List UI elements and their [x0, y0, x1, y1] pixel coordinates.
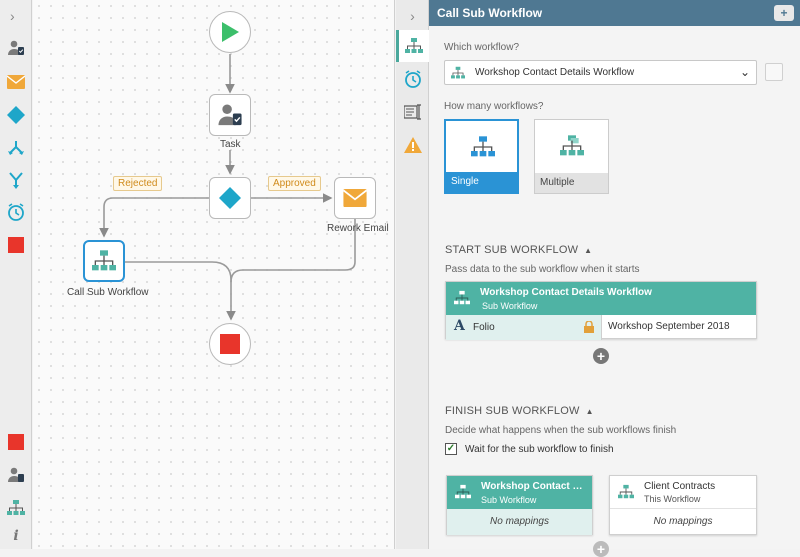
add-mapping-button[interactable]: + — [593, 348, 609, 364]
end-node[interactable] — [209, 323, 251, 365]
sub-workflow-icon[interactable] — [6, 498, 26, 518]
single-option[interactable]: Single — [444, 119, 519, 194]
add-mapping-button[interactable]: + — [593, 541, 609, 557]
folio-field-cell: A Folio — [446, 315, 602, 340]
lock-icon — [584, 321, 594, 333]
decision-icon[interactable] — [6, 105, 26, 125]
finish-title-text: FINISH SUB WORKFLOW — [445, 405, 580, 417]
right-card-title: Client Contracts — [644, 481, 716, 492]
finish-section-title[interactable]: FINISH SUB WORKFLOW ▲ — [445, 405, 594, 417]
start-section-title[interactable]: START SUB WORKFLOW ▲ — [445, 244, 592, 256]
multiple-option[interactable]: Multiple — [534, 119, 609, 194]
property-tabs: › — [396, 0, 429, 549]
workflow-canvas[interactable]: Task Rejected Approved Rework Email Call… — [33, 0, 395, 549]
start-card-header: Workshop Contact Details Workflow Sub Wo… — [446, 282, 756, 315]
single-workflow-icon — [471, 136, 495, 157]
tab-properties[interactable] — [396, 96, 429, 128]
rework-email-node[interactable] — [334, 177, 376, 219]
sub-workflow-icon — [92, 250, 116, 271]
sub-workflow-card-header: Workshop Contact Deta... Sub Workflow — [447, 476, 592, 509]
email-icon[interactable] — [6, 72, 26, 92]
sub-workflow-icon — [451, 66, 465, 78]
call-sub-workflow-node[interactable] — [83, 240, 125, 282]
connector-lines — [99, 54, 356, 321]
left-card-title: Workshop Contact Deta... — [481, 481, 589, 492]
folio-value: Workshop September 2018 — [608, 321, 730, 332]
add-icon[interactable]: + — [774, 5, 794, 21]
stop-icon[interactable] — [6, 432, 26, 452]
stop-icon — [220, 334, 240, 354]
split-icon[interactable] — [6, 138, 26, 158]
start-mapping-card: Workshop Contact Details Workflow Sub Wo… — [445, 281, 757, 340]
right-card-subtitle: This Workflow — [644, 494, 701, 504]
email-icon — [343, 189, 367, 207]
collapse-up-icon: ▲ — [585, 407, 594, 416]
collapse-up-icon: ▲ — [584, 246, 593, 255]
task-node-label: Task — [220, 139, 241, 150]
panel-title: Call Sub Workflow — [437, 6, 543, 20]
start-card-title: Workshop Contact Details Workflow — [480, 287, 652, 298]
sub-workflow-icon — [618, 484, 634, 499]
sub-workflow-card: Workshop Contact Deta... Sub Workflow No… — [446, 475, 593, 535]
edit-workflow-button[interactable] — [765, 63, 783, 81]
chevron-down-icon: ⌄ — [739, 65, 750, 79]
timer-icon — [404, 70, 421, 88]
properties-icon — [403, 104, 421, 120]
sub-workflow-icon — [454, 290, 470, 305]
wait-checkbox[interactable]: ✓ — [445, 443, 457, 455]
call-sub-workflow-label: Call Sub Workflow — [67, 287, 149, 298]
which-workflow-label: Which workflow? — [444, 42, 520, 53]
chevron-right-icon[interactable]: › — [10, 8, 15, 24]
toolbox: › i — [0, 0, 32, 549]
task-icon[interactable] — [6, 465, 26, 485]
decision-icon — [219, 187, 241, 209]
text-field-icon: A — [454, 318, 465, 334]
merge-icon[interactable] — [6, 170, 26, 190]
selected-workflow: Workshop Contact Details Workflow — [475, 67, 635, 78]
tab-timer[interactable] — [396, 63, 429, 95]
approved-tag[interactable]: Approved — [268, 176, 321, 191]
multiple-label: Multiple — [535, 173, 608, 193]
wait-label: Wait for the sub workflow to finish — [465, 444, 614, 455]
right-no-mappings: No mappings — [653, 516, 713, 527]
left-no-mappings: No mappings — [447, 509, 592, 535]
multiple-workflow-icon — [560, 135, 584, 156]
start-node[interactable] — [209, 11, 251, 53]
workflow-select[interactable]: Workshop Contact Details Workflow ⌄ — [444, 60, 757, 85]
this-workflow-card-header: Client Contracts This Workflow — [610, 476, 756, 509]
task-icon[interactable] — [6, 38, 26, 58]
rework-email-label: Rework Email — [327, 223, 389, 234]
folio-mapping-row[interactable]: A Folio Workshop September 2018 — [446, 315, 756, 340]
single-label: Single — [446, 172, 517, 192]
finish-subtitle: Decide what happens when the sub workflo… — [445, 425, 677, 436]
sub-workflow-icon — [405, 38, 423, 53]
this-workflow-card: Client Contracts This Workflow No mappin… — [609, 475, 757, 535]
info-icon[interactable]: i — [13, 528, 19, 544]
folio-field-name: Folio — [473, 322, 495, 333]
rejected-tag[interactable]: Rejected — [113, 176, 163, 191]
folio-value-cell[interactable]: Workshop September 2018 — [602, 315, 756, 340]
stop-icon[interactable] — [6, 235, 26, 255]
task-icon — [218, 104, 242, 126]
task-node[interactable] — [209, 94, 251, 136]
start-card-subtitle: Sub Workflow — [482, 301, 538, 311]
sub-workflow-icon — [455, 484, 471, 499]
warning-icon — [403, 137, 422, 153]
chevron-right-icon[interactable]: › — [410, 8, 415, 24]
tab-warnings[interactable] — [396, 129, 429, 161]
panel-header: Call Sub Workflow + — [429, 0, 800, 26]
tab-sub-workflow[interactable] — [396, 30, 429, 62]
how-many-label: How many workflows? — [444, 101, 544, 112]
left-card-subtitle: Sub Workflow — [481, 495, 537, 505]
start-subtitle: Pass data to the sub workflow when it st… — [445, 264, 640, 275]
play-icon — [222, 22, 239, 42]
start-title-text: START SUB WORKFLOW — [445, 244, 579, 256]
properties-panel: Call Sub Workflow + Which workflow? Work… — [429, 0, 800, 557]
timer-icon[interactable] — [6, 202, 26, 222]
decision-node[interactable] — [209, 177, 251, 219]
